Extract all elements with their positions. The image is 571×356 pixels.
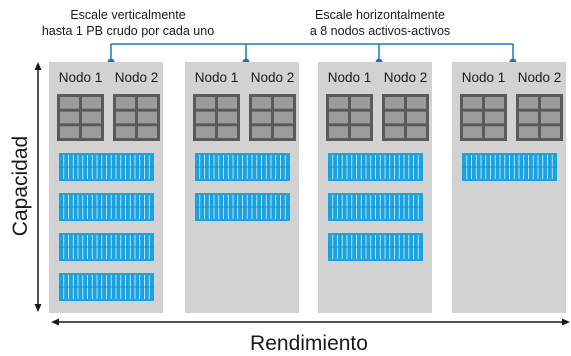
- storage-shelf-icon: [59, 193, 154, 221]
- node-label: Nodo 1: [59, 70, 103, 85]
- cluster-1: Nodo 1 Nodo 2: [49, 62, 163, 313]
- node-server-icon: [249, 94, 296, 141]
- node-label: Nodo 2: [115, 70, 159, 85]
- capacity-axis: [34, 62, 42, 312]
- cluster-2: Nodo 1 Nodo 2: [185, 62, 299, 313]
- node-server-icon: [113, 94, 160, 141]
- node-label: Nodo 2: [251, 70, 295, 85]
- storage-shelf-icon: [328, 233, 423, 261]
- node-server-icon: [516, 94, 563, 141]
- node-server-icon: [382, 94, 429, 141]
- storage-shelf-icon: [462, 153, 557, 181]
- cluster-3: Nodo 1 Nodo 2: [318, 62, 432, 313]
- node-server-icon: [326, 94, 373, 141]
- storage-shelf-icon: [195, 153, 290, 181]
- performance-axis-label: Rendimiento: [250, 332, 368, 355]
- storage-shelf-icon: [195, 193, 290, 221]
- node-label: Nodo 2: [384, 70, 428, 85]
- storage-shelf-icon: [328, 193, 423, 221]
- vertical-scale-annotation-line1: Escale verticalmente: [70, 8, 185, 22]
- storage-shelf-icon: [59, 273, 154, 301]
- node-label: Nodo 1: [462, 70, 506, 85]
- storage-shelf-icon: [59, 233, 154, 261]
- storage-shelf-icon: [328, 153, 423, 181]
- node-server-icon: [193, 94, 240, 141]
- node-server-icon: [57, 94, 104, 141]
- node-label: Nodo 1: [328, 70, 372, 85]
- node-label: Nodo 2: [518, 70, 562, 85]
- storage-shelf-icon: [59, 153, 154, 181]
- vertical-scale-annotation-line2: hasta 1 PB crudo por cada uno: [42, 24, 214, 38]
- node-server-icon: [460, 94, 507, 141]
- cluster-4: Nodo 1 Nodo 2: [452, 62, 566, 313]
- performance-axis: [51, 318, 570, 326]
- horizontal-scale-annotation-line1: Escale horizontalmente: [315, 8, 445, 22]
- horizontal-scale-annotation-line2: a 8 nodos activos-activos: [310, 24, 450, 38]
- node-label: Nodo 1: [195, 70, 239, 85]
- capacity-axis-label: Capacidad: [9, 136, 32, 236]
- scale-connector: [110, 43, 514, 61]
